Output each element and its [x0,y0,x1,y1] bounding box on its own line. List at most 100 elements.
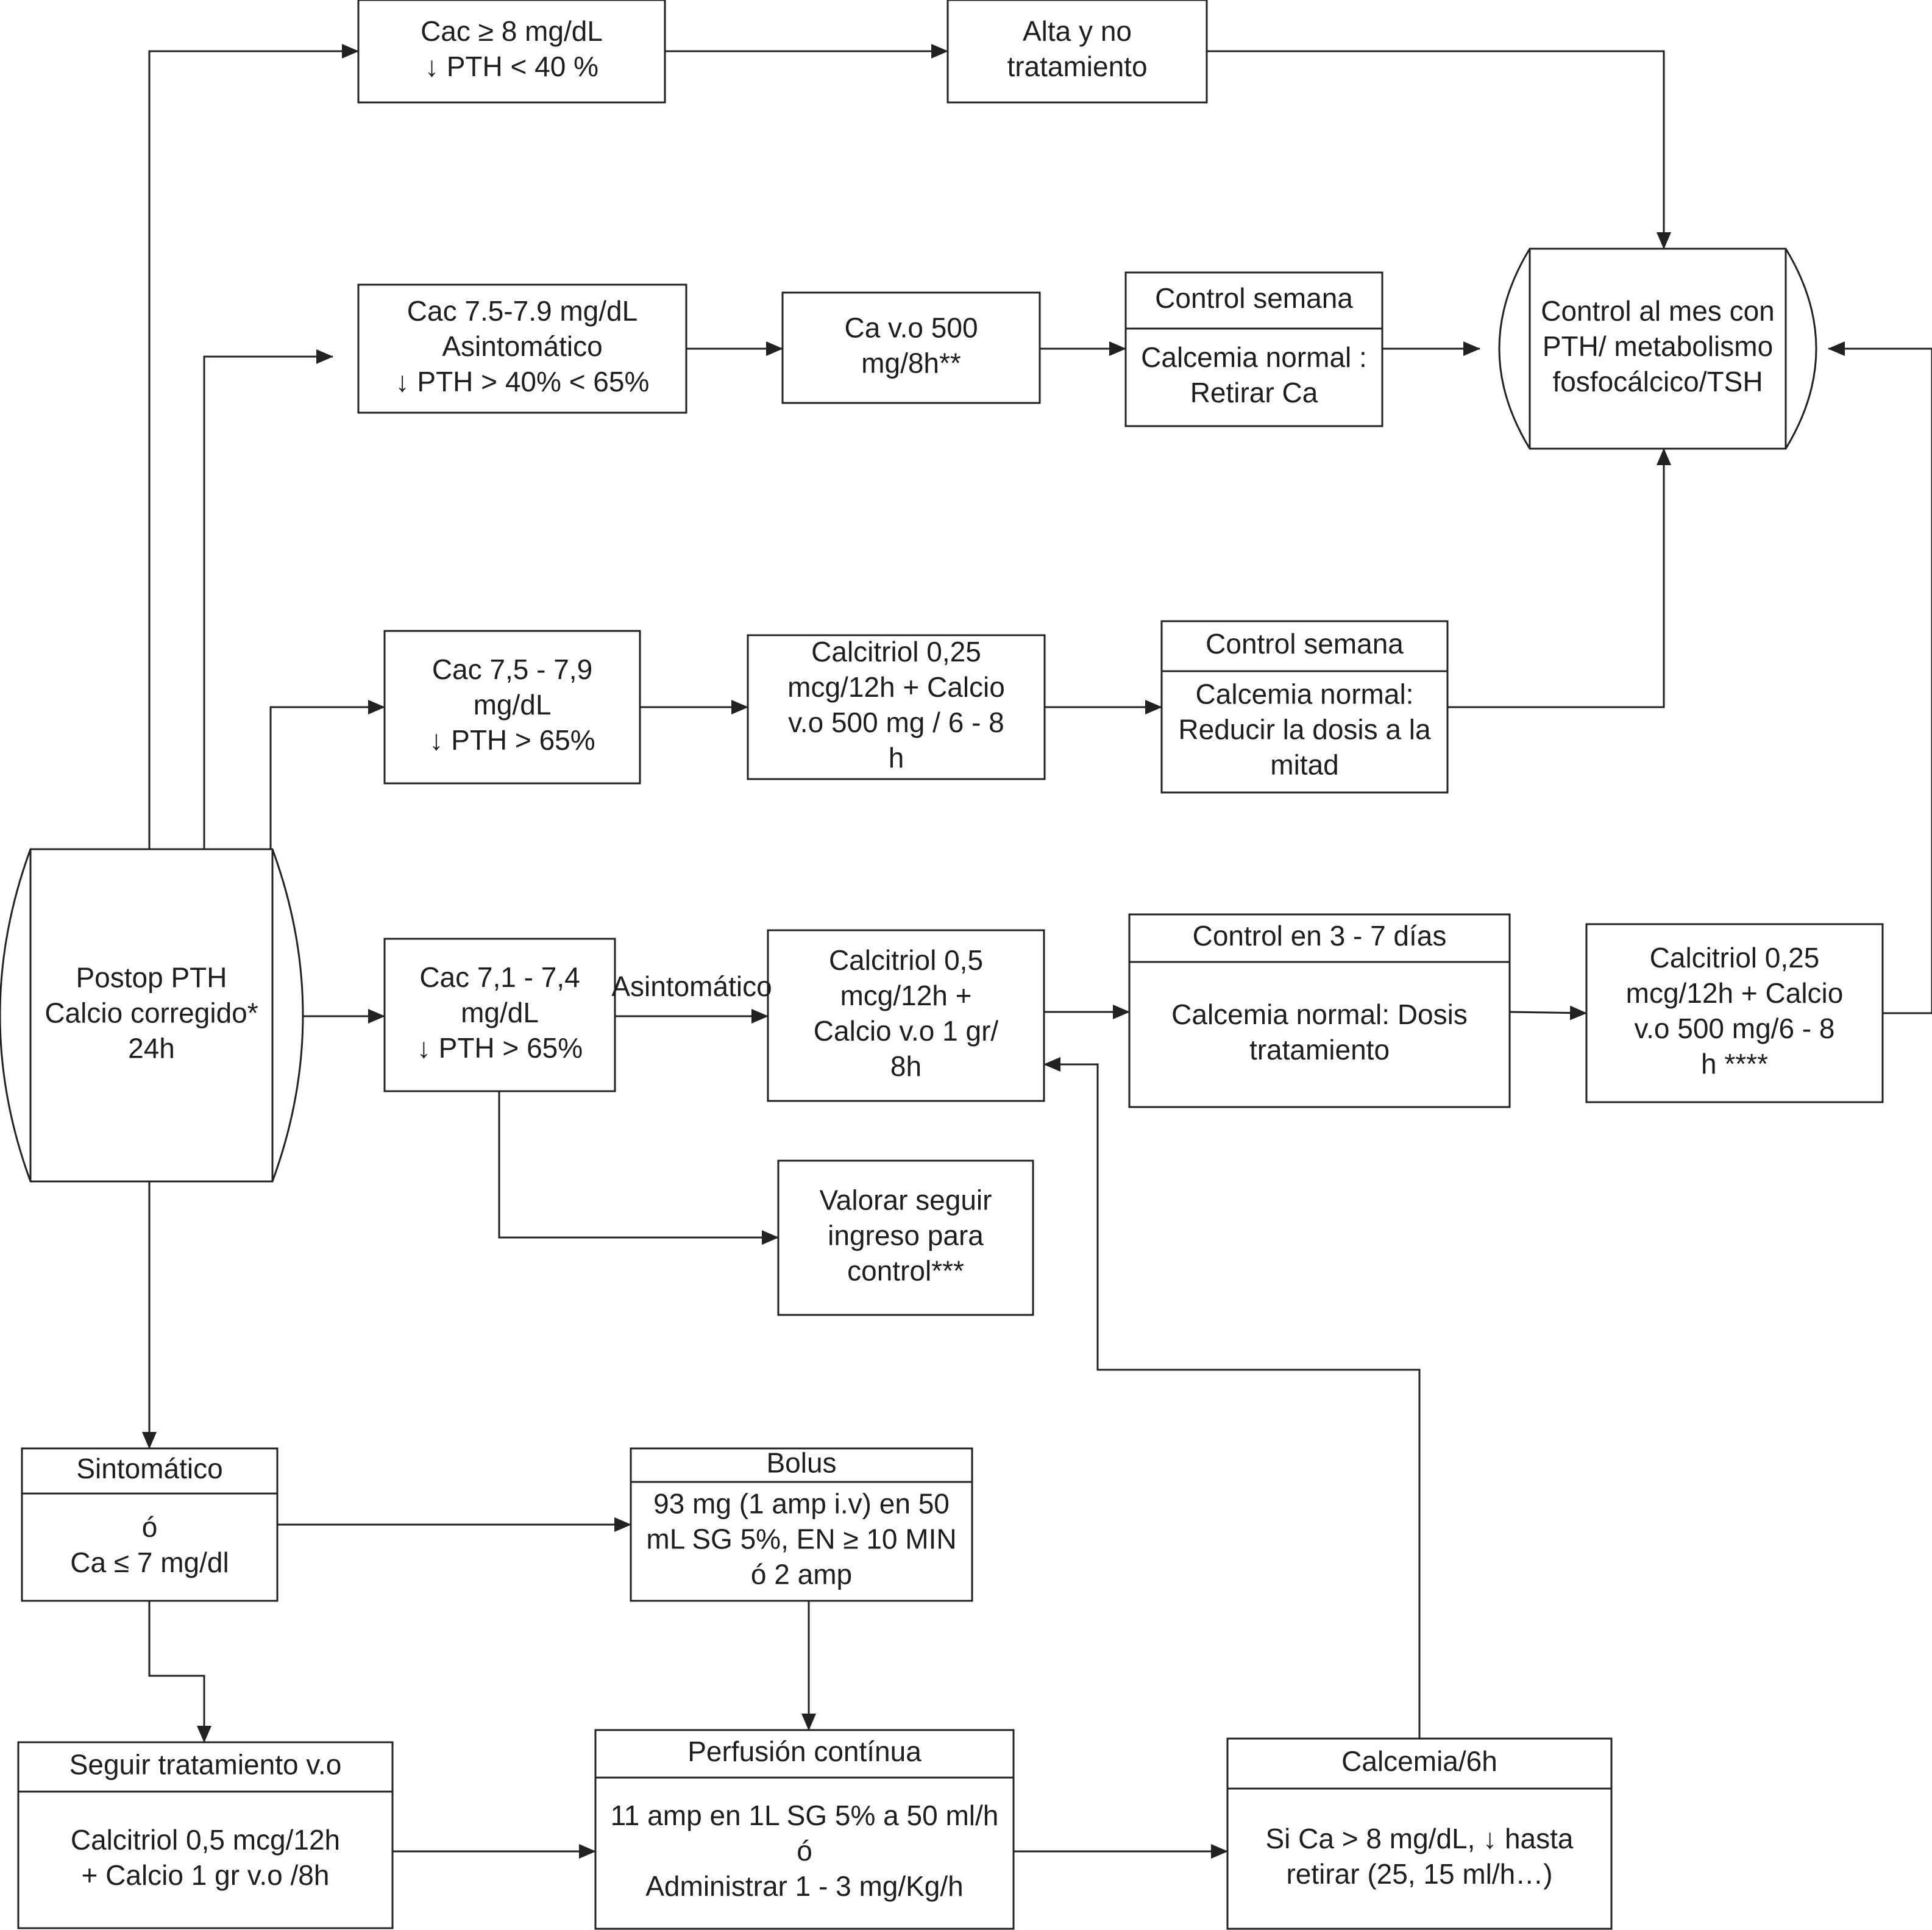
node-b3c-line: Reducir la dosis a la [1178,714,1431,746]
node-shape [630,1447,973,1602]
edge-15 [1828,341,1932,1014]
node-b3: Cac 7,5 - 7,9mg/dL↓ PTH > 65% [383,630,641,785]
edge-16 [498,1091,779,1245]
edge-23 [1043,1057,1421,1739]
node-b3b-line: v.o 500 mg / 6 - 8 [788,707,1004,738]
node-start-line: Calcio corregido* [44,997,258,1029]
node-b4e-line: Valorar seguir [820,1184,992,1216]
node-shape [357,0,666,104]
node-b1b: Alta y no tratamiento [946,0,1208,104]
edge-0 [148,44,359,849]
node-b1: Cac ≥ 8 mg/dL↓ PTH < 40 % [357,0,666,104]
node-b2c-line: Calcemia normal : [1141,341,1367,373]
node-b4-line: ↓ PTH > 65% [417,1032,583,1064]
node-b4b-line: 8h [890,1050,922,1082]
node-b1b-line: tratamiento [1007,51,1147,82]
node-b3b-line: h [889,742,904,774]
node-end-line: PTH/ metabolismo [1543,330,1773,362]
node-s3-line: Calcitriol 0,5 mcg/12h [71,1824,340,1856]
edges [142,44,1932,1859]
node-b4e-line: control*** [847,1255,964,1287]
node-s5-header: Calcemia/6h [1341,1745,1497,1777]
node-s1-line: Ca ≤ 7 mg/dl [70,1547,229,1578]
edge-label-asintomatico: Asintomático [611,970,772,1002]
edge-2 [1207,50,1671,249]
node-shape [594,1729,1015,1930]
node-shape [1128,913,1511,1108]
node-b3c-line: mitad [1270,749,1338,781]
node-b4d-line: v.o 500 mg/6 - 8 [1635,1013,1835,1044]
node-s3-line: + Calcio 1 gr v.o /8h [82,1859,330,1891]
node-shape [946,0,1208,104]
edge-3 [203,349,333,849]
node-s2-line: ó 2 amp [751,1559,852,1590]
node-shape [1226,1737,1613,1930]
node-b2-line: Asintomático [442,330,602,362]
node-shape [357,283,687,414]
node-b4d-line: Calcitriol 0,25 [1650,942,1820,974]
node-b4d-line: h **** [1701,1048,1768,1080]
node-shape [17,1741,394,1929]
node-end-line: fosfocálcico/TSH [1552,366,1763,397]
node-b2-line: Cac 7.5-7.9 mg/dL [407,295,637,327]
edge-19 [148,1601,211,1743]
node-b2b-line: Ca v.o 500 [844,312,978,344]
node-b4b-line: Calcitriol 0,5 [829,944,983,976]
node-shape [781,291,1041,404]
node-b3c-header: Control semana [1206,628,1404,660]
node-shape [1585,923,1884,1103]
edge-14 [1509,1005,1587,1020]
node-b1b-line: Alta y no [1023,15,1132,47]
edge-10 [1447,448,1671,708]
node-b1-line: Cac ≥ 8 mg/dL [421,15,603,47]
node-b4b-line: Calcio v.o 1 gr/ [814,1015,999,1047]
node-shape [21,1447,279,1602]
node-b4-line: Cac 7,1 - 7,4 [419,961,580,993]
node-b3-line: Cac 7,5 - 7,9 [432,653,592,685]
node-b4d-line: mcg/12h + Calcio [1626,977,1844,1009]
node-start-line: 24h [128,1033,175,1064]
node-s4-line: ó [797,1835,812,1867]
node-s1: Sintomático ó Ca ≤ 7 mg/dl [21,1447,279,1602]
node-s2-line: 93 mg (1 amp i.v) en 50 [653,1488,950,1520]
node-start-line: Postop PTH [76,962,227,994]
node-b4b-line: mcg/12h + [840,980,971,1011]
node-s1-line: ó [142,1511,158,1543]
node-s1-header: Sintomático [76,1453,222,1484]
node-s3-header: Seguir tratamiento v.o [69,1749,342,1781]
node-b3c-line: Calcemia normal: [1196,678,1414,710]
node-shape [383,630,641,785]
node-b4: Cac 7,1 - 7,4 mg/dL ↓ PTH > 65% [383,938,616,1092]
node-shape [777,1159,1034,1316]
node-b4c-line: tratamiento [1249,1034,1390,1066]
node-s4-header: Perfusión contínua [687,1736,922,1767]
node-shape [383,938,616,1092]
node-shape [767,929,1045,1102]
edge-7 [269,700,385,849]
node-shape [1124,271,1383,427]
node-b3b-line: mcg/12h + Calcio [787,671,1005,703]
node-shape [1160,620,1449,794]
node-b4-line: mg/dL [461,997,539,1028]
node-s5-line: Si Ca > 8 mg/dL, ↓ hasta [1266,1823,1574,1854]
node-b2b-line: mg/8h** [861,347,961,379]
node-s2-header: Bolus [766,1447,836,1479]
node-s5-line: retirar (25, 15 ml/h…) [1286,1858,1552,1890]
node-s5: Calcemia/6h Si Ca > 8 mg/dL, ↓ hasta retir… [1226,1737,1613,1930]
node-b4c-header: Control en 3 - 7 días [1193,920,1447,952]
